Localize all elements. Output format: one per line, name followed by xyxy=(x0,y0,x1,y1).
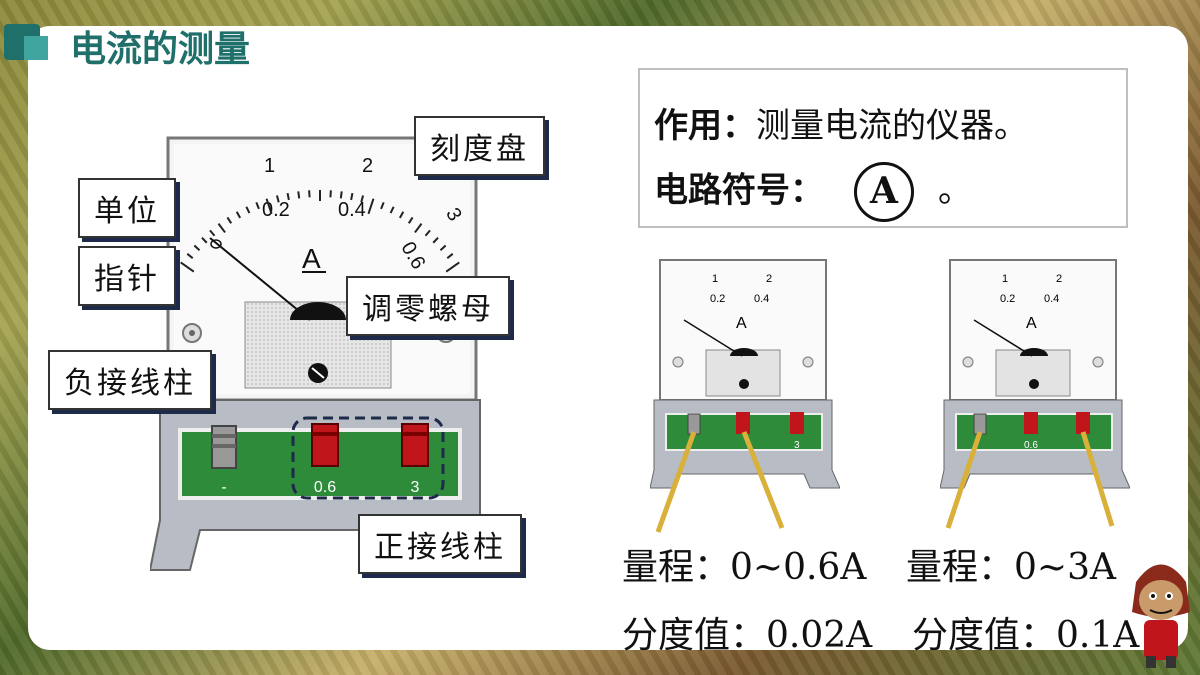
dial-tick xyxy=(398,211,405,219)
svg-text:1: 1 xyxy=(712,273,718,285)
dial-tick xyxy=(180,261,195,273)
dial-tick xyxy=(439,244,447,251)
dial-tick xyxy=(226,216,233,224)
range-value: 0~3A xyxy=(1014,547,1116,588)
small-meter-3: 1 2 0.2 0.4 A 0.6 xyxy=(940,259,1130,529)
division-label: 分度值： xyxy=(912,615,1057,656)
dial-tick xyxy=(445,261,460,273)
svg-text:0.2: 0.2 xyxy=(1000,293,1015,305)
small-meter-0.6: 1 2 0.2 0.4 A 3 xyxy=(650,259,840,533)
dial-tick xyxy=(217,223,226,234)
dial-tick xyxy=(432,237,439,244)
dial-tick xyxy=(414,223,423,234)
division-label: 分度值： xyxy=(622,615,767,656)
scale-bottom-1: 0.2 xyxy=(262,199,290,221)
terminal-3 xyxy=(401,423,429,467)
ammeter-symbol-icon: A xyxy=(854,162,914,222)
function-text: 测量电流的仪器。 xyxy=(756,106,1028,146)
dial-tick xyxy=(389,206,395,214)
range-label: 量程： xyxy=(906,547,1015,588)
info-box: 作用：测量电流的仪器。 电路符号： A 。 xyxy=(638,68,1128,228)
title-marker xyxy=(4,24,48,60)
svg-text:1: 1 xyxy=(1002,273,1008,285)
svg-text:0.4: 0.4 xyxy=(1044,293,1059,305)
symbol-period: 。 xyxy=(938,170,972,211)
svg-text:2: 2 xyxy=(766,273,772,285)
terminal-0.6 xyxy=(311,423,339,467)
callout-pointer: 指针 xyxy=(78,246,176,306)
division-value: 0.1A xyxy=(1056,615,1140,656)
negative-terminal xyxy=(211,425,237,469)
dial-tick xyxy=(245,206,251,214)
svg-text:0.6: 0.6 xyxy=(1024,440,1038,451)
dial-tick xyxy=(407,216,414,224)
svg-text:2: 2 xyxy=(1056,273,1062,285)
dial-tick xyxy=(201,237,208,244)
dial-tick xyxy=(360,195,365,203)
dial-tick xyxy=(265,198,273,215)
range-line-3: 量程：0~3A xyxy=(906,538,1116,590)
scale-top-1: 1 xyxy=(264,155,275,177)
dial-tick xyxy=(367,198,375,215)
dial-tick-marks xyxy=(180,190,460,273)
dial-tick xyxy=(446,253,454,259)
dial-tick xyxy=(297,191,301,199)
scale-bottom-2: 0.4 xyxy=(338,199,366,221)
svg-text:3: 3 xyxy=(794,440,800,451)
svg-text:0.4: 0.4 xyxy=(754,293,769,305)
function-label: 作用： xyxy=(654,106,756,146)
callout-positive-terminal: 正接线柱 xyxy=(358,514,522,574)
division-value: 0.02A xyxy=(766,615,873,656)
range-label: 量程： xyxy=(622,547,731,588)
pointer-needle xyxy=(209,237,311,321)
dial-tick xyxy=(255,202,260,210)
callout-zero-nut: 调零螺母 xyxy=(346,276,510,336)
slide-title: 电流的测量 xyxy=(70,29,251,70)
dial-tick xyxy=(235,211,242,219)
function-line: 作用：测量电流的仪器。 xyxy=(654,98,1028,147)
dial-tick xyxy=(209,229,216,237)
symbol-label: 电路符号： xyxy=(654,170,824,211)
svg-text:A: A xyxy=(736,315,747,332)
division-line-3: 分度值：0.1A xyxy=(912,606,1139,658)
dial-tick xyxy=(275,195,280,203)
dial-tick xyxy=(350,192,354,201)
callout-negative-terminal: 负接线柱 xyxy=(48,350,212,410)
dial-tick xyxy=(339,191,343,199)
symbol-line: 电路符号： A 。 xyxy=(654,162,972,222)
terminal-label-0.6: 0.6 xyxy=(314,479,336,496)
terminal-label-negative: - xyxy=(221,479,226,496)
svg-text:A: A xyxy=(1026,315,1037,332)
range-line-0.6: 量程：0~0.6A xyxy=(622,538,866,590)
dial-tick xyxy=(193,244,201,251)
callout-dial: 刻度盘 xyxy=(414,116,545,176)
terminal-label-3: 3 xyxy=(411,479,420,496)
dial-tick xyxy=(424,229,431,237)
dial-unit: A xyxy=(302,243,321,274)
dial-tick xyxy=(380,202,385,210)
mascot-character xyxy=(1132,564,1190,668)
scale-top-2: 2 xyxy=(362,155,373,177)
division-line-0.6: 分度值：0.02A xyxy=(622,606,872,658)
callout-unit: 单位 xyxy=(78,178,176,238)
positive-terminals-outline xyxy=(291,416,445,500)
dial-tick xyxy=(186,253,194,259)
svg-text:0.2: 0.2 xyxy=(710,293,725,305)
title-bar: 电流的测量 xyxy=(0,6,300,76)
range-value: 0~0.6A xyxy=(730,547,867,588)
dial-tick xyxy=(286,192,290,201)
